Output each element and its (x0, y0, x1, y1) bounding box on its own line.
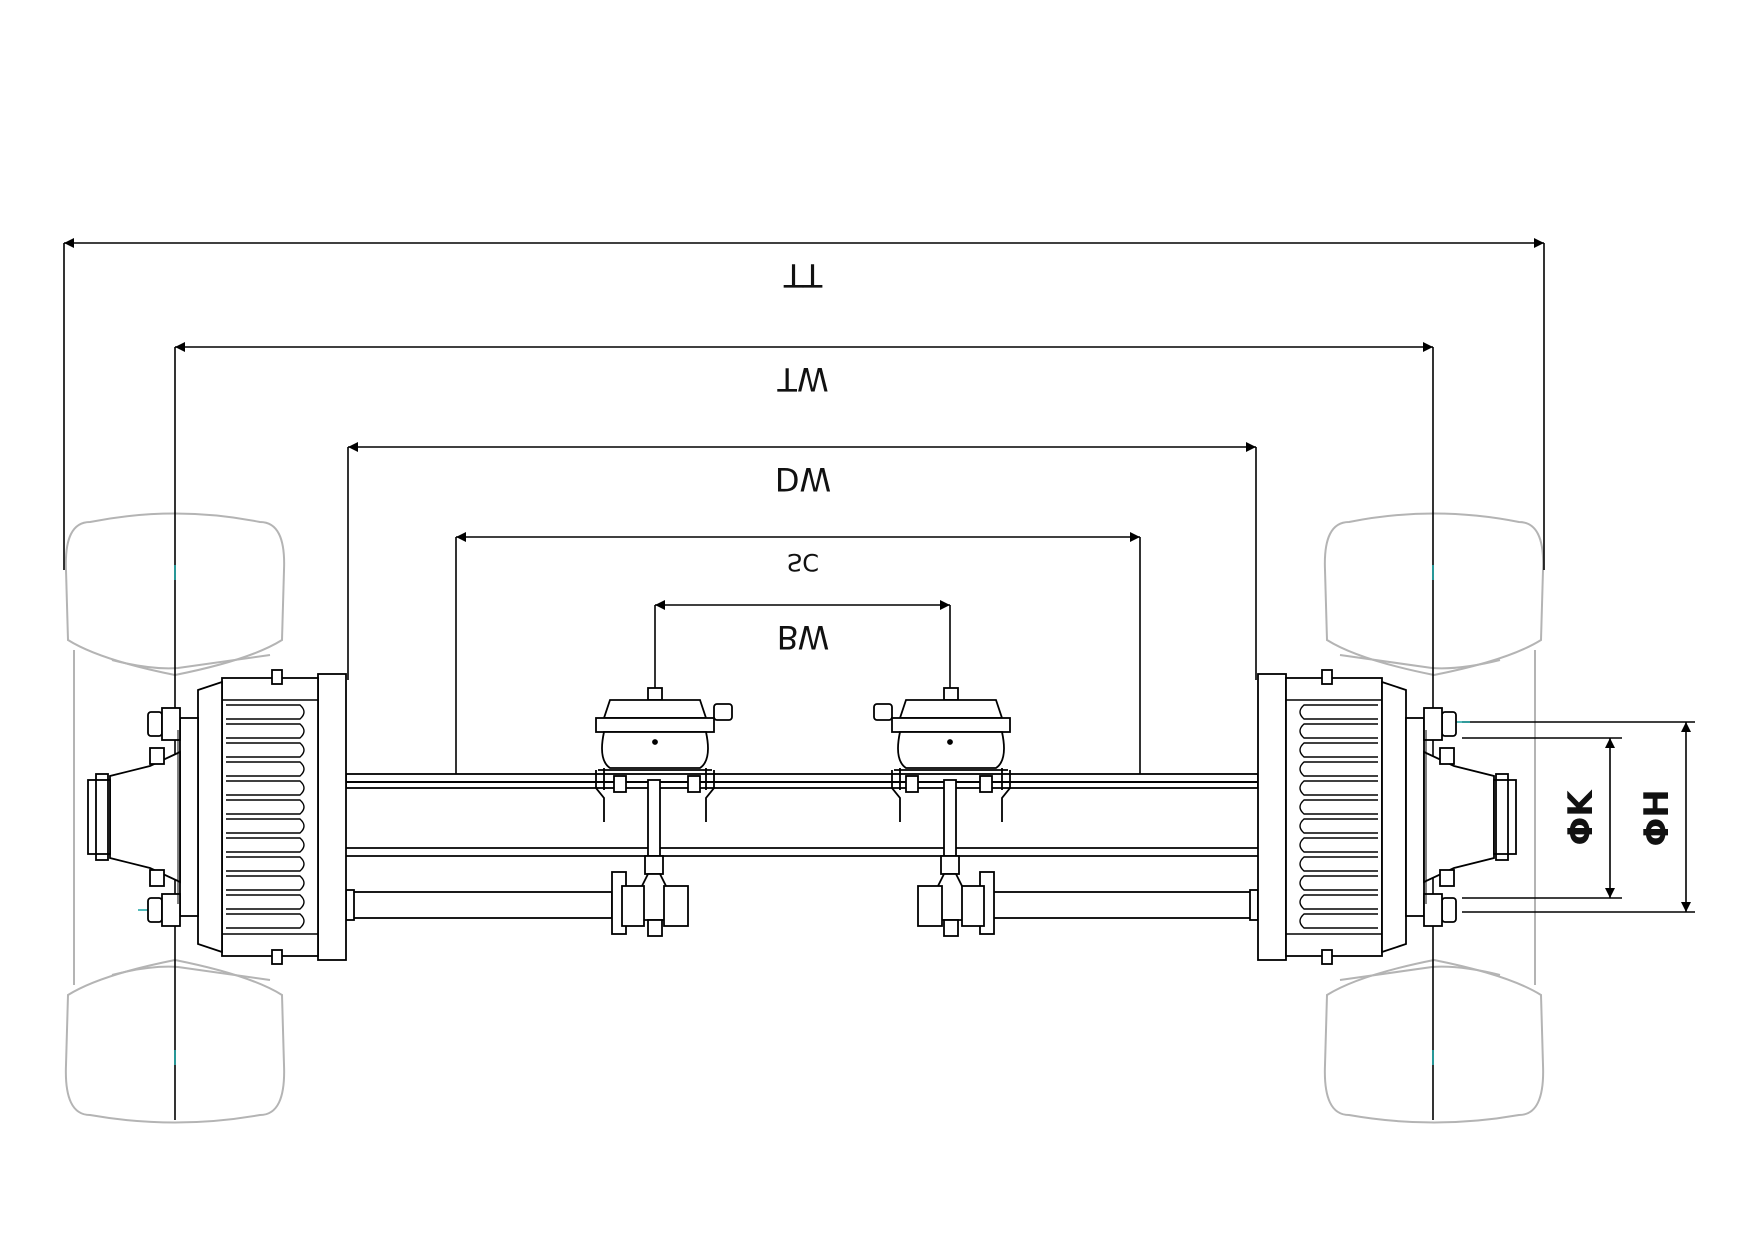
dim-label-tw: TW (776, 360, 828, 398)
left-brake-chamber (595, 687, 733, 937)
dimension-lines (63, 238, 1695, 1120)
left-wheel-tires (64, 512, 286, 1124)
axle-beam (345, 773, 1259, 921)
right-brake-chamber (873, 687, 1011, 937)
dim-label-phi-k: ΦK (1561, 789, 1601, 846)
dim-label-phi-h: ΦH (1637, 789, 1677, 846)
dimension-labels: TT TW DW SC BW ΦK ΦH (775, 256, 1677, 847)
dim-label-sc: SC (787, 548, 819, 576)
dim-label-dw: DW (775, 460, 831, 498)
dim-label-bw: BW (777, 618, 829, 656)
right-wheel-tires (1323, 512, 1545, 1124)
right-brake-drum (1257, 669, 1517, 965)
dim-label-tt: TT (783, 256, 823, 294)
left-brake-drum (87, 669, 347, 965)
